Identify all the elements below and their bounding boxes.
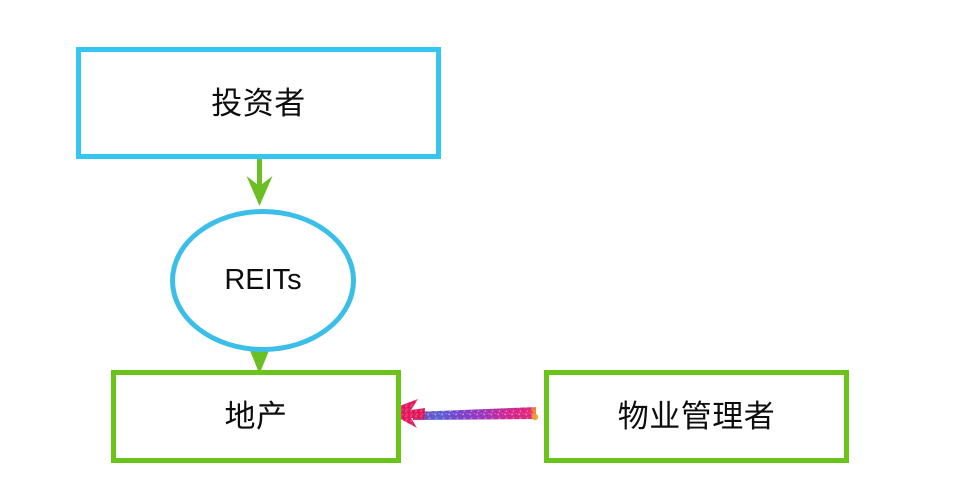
node-property-label: 地产 [224, 399, 288, 434]
node-property[interactable]: 地产 [111, 370, 401, 463]
node-reits-label: REITs [224, 264, 302, 296]
node-reits[interactable]: REITs [170, 209, 356, 352]
arrow-manager-to-property [386, 399, 539, 428]
node-manager-label: 物业管理者 [617, 399, 776, 434]
arrow-investor-to-reits [246, 159, 273, 206]
node-investor-label: 投资者 [211, 85, 306, 121]
node-investor[interactable]: 投资者 [76, 47, 441, 159]
node-manager[interactable]: 物业管理者 [544, 370, 849, 463]
